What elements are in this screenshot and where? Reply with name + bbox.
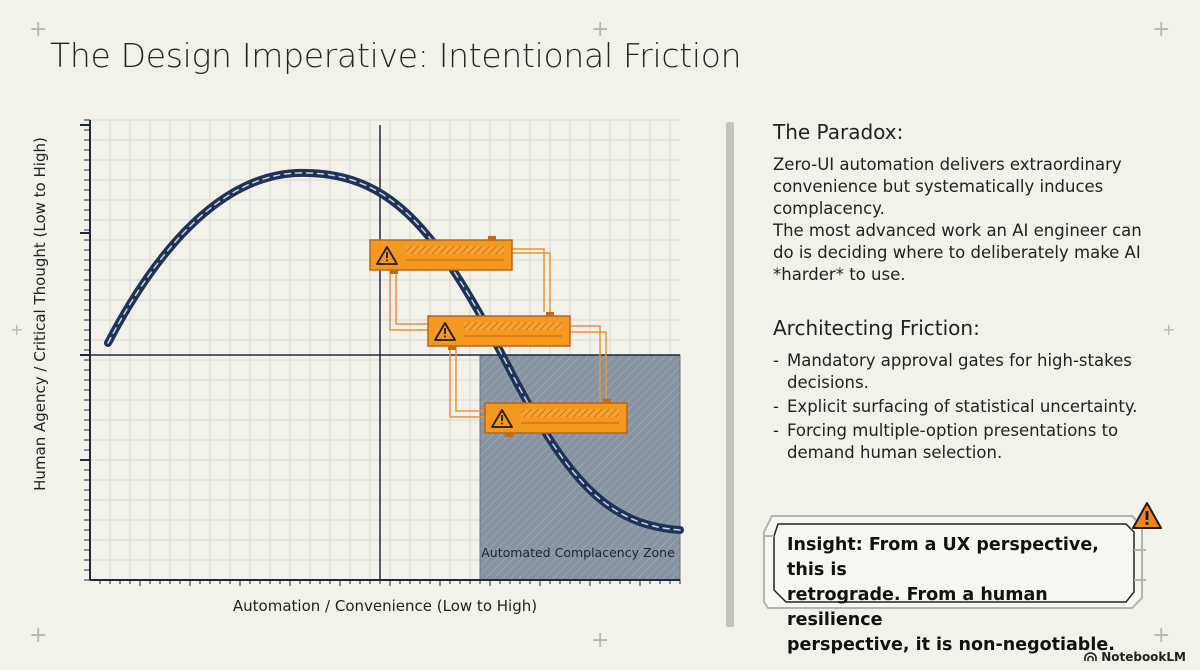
approval-gate xyxy=(369,236,513,274)
insight-frame xyxy=(763,515,1146,609)
corner-crosshair-icon: + xyxy=(29,623,48,648)
gate-warning-icon xyxy=(434,322,456,341)
approval-gates xyxy=(369,236,628,437)
corner-crosshair-icon: + xyxy=(1152,17,1171,42)
y-axis-label: Human Agency / Critical Thought (Low to … xyxy=(31,137,49,491)
paradox-body: Zero-UI automation delivers extraordinar… xyxy=(773,154,1173,286)
axis-ticks xyxy=(80,119,681,586)
friction-heading: Architecting Friction: xyxy=(773,316,980,340)
friction-bullet: - Mandatory approval gates for high-stak… xyxy=(773,351,1132,392)
slide-title: The Design Imperative: Intentional Frict… xyxy=(50,36,742,75)
friction-bullet: - Forcing multiple-option presentations … xyxy=(773,421,1119,462)
edge-crosshair-icon: + xyxy=(1162,320,1176,339)
gate-connectors xyxy=(389,248,607,418)
paradox-line: *harder* to use. xyxy=(773,265,906,284)
paradox-line: complacency. xyxy=(773,199,885,218)
paradox-line: do is deciding where to deliberately mak… xyxy=(773,243,1141,262)
insight-text: Insight: From a UX perspective, this is … xyxy=(787,535,1115,655)
approval-gate xyxy=(427,312,571,350)
gate-warning-icon xyxy=(376,246,398,265)
friction-list: - Mandatory approval gates for high-stak… xyxy=(773,350,1173,464)
warning-triangle-icon xyxy=(1132,502,1162,529)
friction-bullet: - Explicit surfacing of statistical unce… xyxy=(773,397,1138,416)
column-divider xyxy=(726,122,734,627)
paradox-heading: The Paradox: xyxy=(773,120,904,144)
friction-chart: Automated Complacency Zone xyxy=(80,119,684,586)
corner-crosshair-icon: + xyxy=(591,17,610,42)
paradox-line: The most advanced work an AI engineer ca… xyxy=(773,221,1142,240)
friction-section: Architecting Friction: - Mandatory appro… xyxy=(773,316,1173,466)
edge-crosshair-icon: + xyxy=(10,320,24,339)
x-axis-label: Automation / Convenience (Low to High) xyxy=(232,597,538,615)
paradox-line: convenience but systematically induces xyxy=(773,177,1104,196)
zone-label: Automated Complacency Zone xyxy=(481,545,675,560)
paradox-line: Zero-UI automation delivers extraordinar… xyxy=(773,155,1122,174)
gate-warning-icon xyxy=(491,409,513,428)
approval-gate xyxy=(484,399,628,437)
notebooklm-logo-icon xyxy=(1084,652,1097,661)
corner-crosshair-icon: + xyxy=(591,628,610,653)
corner-crosshair-icon: + xyxy=(1152,623,1171,648)
paradox-section: The Paradox: Zero-UI automation delivers… xyxy=(773,120,1173,286)
notebooklm-brand: NotebookLM xyxy=(1084,650,1186,664)
agency-curve xyxy=(107,172,681,531)
corner-crosshair-icon: + xyxy=(29,17,48,42)
